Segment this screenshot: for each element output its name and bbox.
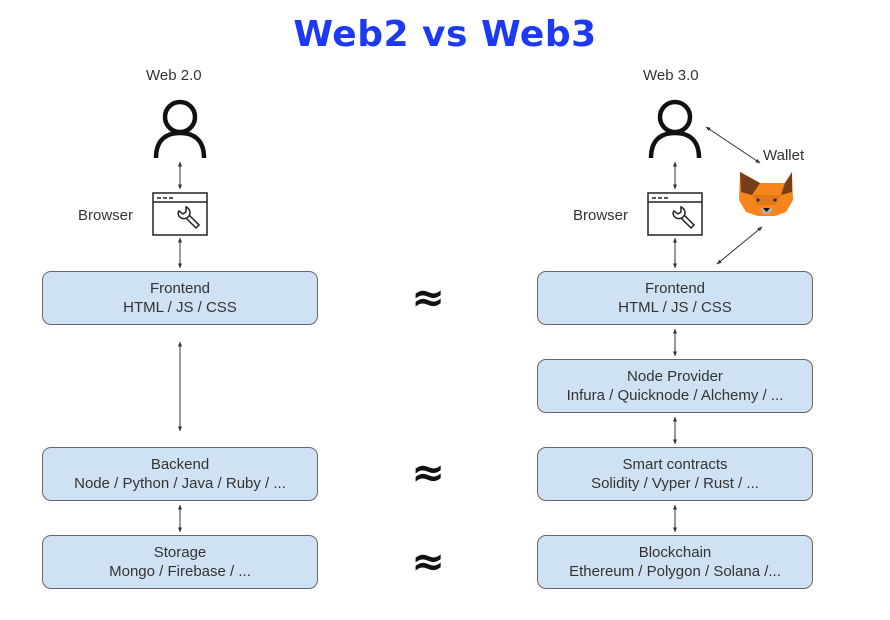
approx-symbol-backend: ≈ (411, 450, 445, 496)
box-subtitle: HTML / JS / CSS (123, 299, 237, 316)
web3-heading: Web 3.0 (643, 67, 699, 84)
web2-frontend-box: Frontend HTML / JS / CSS (42, 271, 318, 325)
box-title: Backend (150, 456, 210, 473)
page-title: Web2 vs Web3 (293, 14, 597, 55)
web3-smart-contracts-box: Smart contracts Solidity / Vyper / Rust … (537, 447, 813, 501)
arrow-user-wallet (705, 126, 761, 164)
box-title: Blockchain (638, 544, 712, 561)
box-title: Smart contracts (622, 456, 728, 473)
box-subtitle: Node / Python / Java / Ruby / ... (74, 475, 286, 492)
box-title: Node Provider (627, 368, 723, 385)
user-icon-web3 (648, 99, 702, 159)
box-title: Storage (153, 544, 207, 561)
web3-blockchain-box: Blockchain Ethereum / Polygon / Solana /… (537, 535, 813, 589)
box-subtitle: Infura / Quicknode / Alchemy / ... (566, 387, 784, 404)
web2-storage-box: Storage Mongo / Firebase / ... (42, 535, 318, 589)
box-subtitle: Mongo / Firebase / ... (109, 563, 251, 580)
user-icon-web2 (153, 99, 207, 159)
box-subtitle: Ethereum / Polygon / Solana /... (569, 563, 781, 580)
web2-backend-box: Backend Node / Python / Java / Ruby / ..… (42, 447, 318, 501)
approx-symbol-frontend: ≈ (411, 275, 445, 321)
box-subtitle: Solidity / Vyper / Rust / ... (591, 475, 759, 492)
metamask-fox-icon (739, 172, 793, 216)
wallet-label: Wallet (763, 147, 805, 164)
approx-symbol-storage: ≈ (411, 539, 445, 585)
web2-heading: Web 2.0 (146, 67, 202, 84)
web2-browser-label: Browser (78, 207, 134, 224)
web3-frontend-box: Frontend HTML / JS / CSS (537, 271, 813, 325)
browser-icon-web2 (152, 192, 208, 236)
web3-node-provider-box: Node Provider Infura / Quicknode / Alche… (537, 359, 813, 413)
browser-icon-web3 (647, 192, 703, 236)
web3-browser-label: Browser (573, 207, 629, 224)
box-subtitle: HTML / JS / CSS (618, 299, 732, 316)
arrow-wallet-frontend (716, 226, 763, 265)
box-title: Frontend (149, 280, 211, 297)
box-title: Frontend (644, 280, 706, 297)
